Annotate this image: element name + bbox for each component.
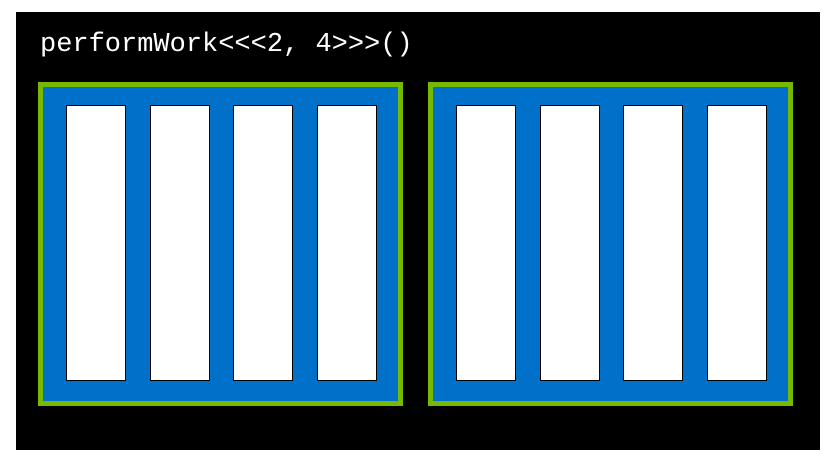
- thread-1: [456, 105, 516, 381]
- diagram-canvas: performWork<<<2, 4>>>(): [16, 12, 820, 450]
- thread-4: [317, 105, 377, 381]
- thread-3: [233, 105, 293, 381]
- thread-block-1: [38, 82, 403, 406]
- thread-2: [540, 105, 600, 381]
- thread-block-2: [428, 82, 793, 406]
- thread-3: [623, 105, 683, 381]
- thread-4: [707, 105, 767, 381]
- thread-1: [66, 105, 126, 381]
- kernel-launch-code: performWork<<<2, 4>>>(): [40, 30, 413, 60]
- thread-2: [150, 105, 210, 381]
